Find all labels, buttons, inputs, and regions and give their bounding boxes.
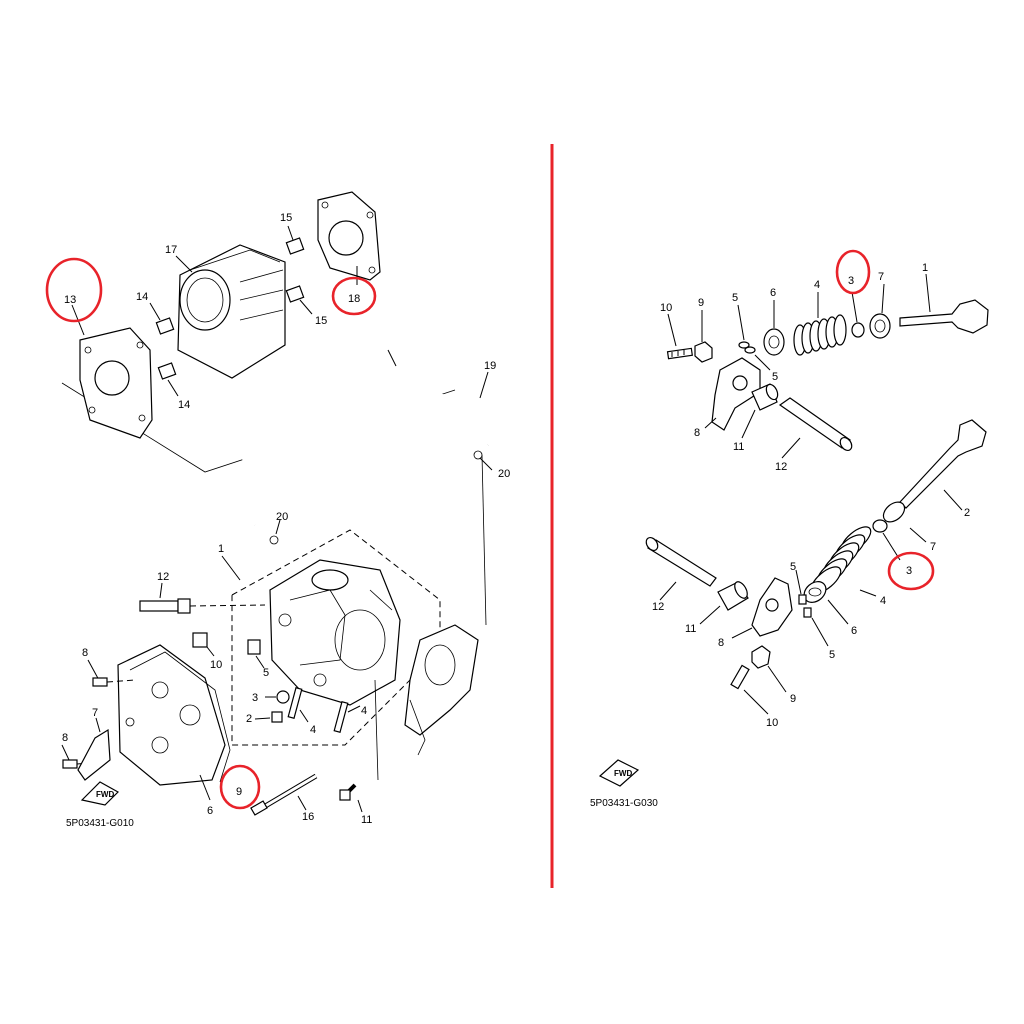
studs-and-fittings — [247, 639, 361, 734]
label-b3: 3 — [906, 565, 912, 577]
label-t7: 7 — [878, 271, 884, 283]
label-b10: 10 — [766, 717, 778, 729]
valve-2-bottom — [899, 419, 987, 511]
valve-retainer-6-top — [763, 300, 785, 356]
valve-stem-seal-3-top — [851, 291, 865, 338]
valve-spring-4-top — [793, 292, 847, 356]
label-8b: 8 — [62, 732, 68, 744]
valve-cotters-5-top — [737, 304, 771, 371]
label-b4: 4 — [880, 595, 886, 607]
collar-11-top — [741, 383, 779, 439]
label-t3: 3 — [848, 275, 854, 287]
label-t8: 8 — [694, 427, 700, 439]
rocker-arm-8-bottom — [731, 577, 793, 639]
label-t12: 12 — [775, 461, 787, 473]
label-17: 17 — [165, 244, 177, 256]
label-2: 2 — [246, 713, 252, 725]
label-b5b: 5 — [829, 649, 835, 661]
label-9: 9 — [236, 786, 242, 798]
lock-nut-9-top — [694, 310, 713, 363]
label-b12: 12 — [652, 601, 664, 613]
spark-plug-12 — [139, 582, 266, 614]
label-1: 1 — [218, 543, 224, 555]
label-t5a: 5 — [732, 292, 738, 304]
highlight-circle-t3 — [835, 249, 871, 295]
valve-stem-seal-3-bottom — [872, 519, 901, 561]
breather-hose-19 — [240, 337, 506, 526]
label-13: 13 — [64, 294, 76, 306]
label-14a: 14 — [136, 291, 148, 303]
bolt-11 — [339, 679, 379, 813]
fwd-arrow-left: FWD — [80, 781, 119, 806]
bracket-7 — [77, 717, 111, 781]
rocker-shaft-12-top — [778, 397, 853, 459]
cylinder-17 — [175, 244, 286, 379]
label-b6: 6 — [851, 625, 857, 637]
highlight-circle-18 — [331, 276, 377, 316]
valve-cotters-5-bottom — [795, 569, 829, 647]
highlight-circle-b3 — [887, 551, 935, 591]
fwd-arrow-right: FWD — [598, 759, 640, 787]
valve-retainer-6-bottom — [803, 581, 849, 625]
intake-manifold — [404, 454, 487, 756]
label-15b: 15 — [315, 315, 327, 327]
label-8a: 8 — [82, 647, 88, 659]
right-exploded-diagram: FWD 5P03431-G030 10 9 5 5 6 4 3 7 1 8 11… — [590, 249, 989, 809]
label-t1: 1 — [922, 262, 928, 274]
base-gasket-18 — [317, 191, 381, 285]
rocker-arm-8-top — [704, 357, 761, 431]
cylinder-head-cover-6 — [117, 644, 231, 801]
label-20a: 20 — [498, 468, 510, 480]
label-5: 5 — [263, 667, 269, 679]
label-20b: 20 — [276, 511, 288, 523]
label-19: 19 — [484, 360, 496, 372]
adjuster-screw-10-bottom — [730, 664, 769, 715]
label-t5b: 5 — [772, 371, 778, 383]
label-3: 3 — [252, 692, 258, 704]
label-t10: 10 — [660, 302, 672, 314]
diagram-code-left: 5P03431-G010 — [66, 818, 134, 829]
nut-10 — [192, 632, 215, 657]
label-b11: 11 — [685, 623, 696, 635]
label-b2: 2 — [964, 507, 970, 519]
label-4a: 4 — [310, 724, 316, 736]
long-bolt-16 — [250, 773, 318, 816]
spring-seat-7-top — [869, 283, 891, 339]
spring-seat-7-bottom — [882, 501, 927, 543]
label-4b: 4 — [361, 705, 367, 717]
label-10: 10 — [210, 659, 222, 671]
label-14b: 14 — [178, 399, 190, 411]
label-t9: 9 — [698, 297, 704, 309]
highlight-circle-9 — [219, 764, 261, 810]
label-t11: 11 — [733, 441, 744, 453]
adjuster-screw-10-top — [666, 313, 693, 360]
fwd-label: FWD — [96, 790, 114, 799]
highlight-circle-13 — [45, 257, 103, 323]
left-exploded-diagram: FWD 5P03431-G010 13 14 14 15 15 17 18 19… — [45, 191, 510, 829]
collar-11-bottom — [699, 581, 749, 625]
cylinder-head-assembly-outline — [231, 529, 441, 746]
label-b7: 7 — [930, 541, 936, 553]
label-11: 11 — [361, 814, 372, 826]
label-6: 6 — [207, 805, 213, 817]
fwd-label: FWD — [614, 769, 632, 778]
diagram-code-right: 5P03431-G030 — [590, 798, 658, 809]
rocker-shaft-12-bottom — [645, 536, 717, 601]
lock-nut-9-bottom — [751, 645, 787, 693]
label-b5a: 5 — [790, 561, 796, 573]
label-t6: 6 — [770, 287, 776, 299]
label-16: 16 — [302, 811, 314, 823]
label-b8: 8 — [718, 637, 724, 649]
label-b9: 9 — [790, 693, 796, 705]
cylinder-head-1 — [269, 559, 401, 706]
valve-1-top — [899, 273, 989, 334]
label-15a: 15 — [280, 212, 292, 224]
label-t4: 4 — [814, 279, 820, 291]
head-gasket-13 — [71, 304, 153, 439]
label-18: 18 — [348, 293, 360, 305]
dowel-pins — [149, 225, 313, 397]
label-12: 12 — [157, 571, 169, 583]
label-7: 7 — [92, 707, 98, 719]
